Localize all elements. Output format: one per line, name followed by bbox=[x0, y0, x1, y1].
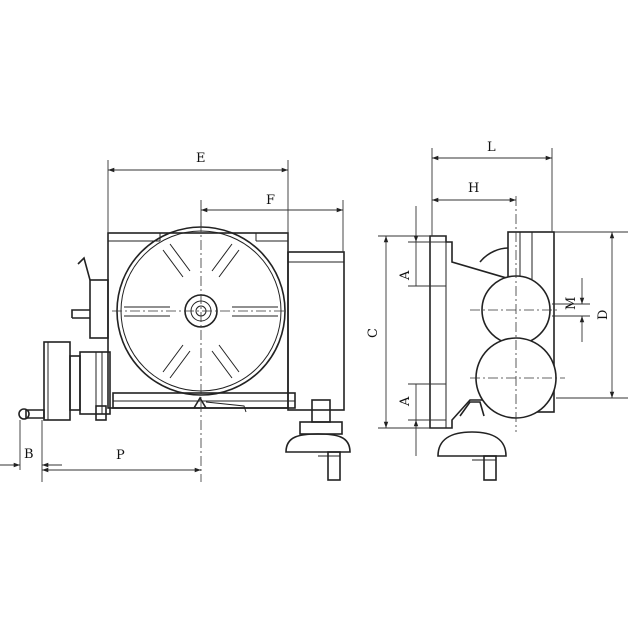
dimension-C-label: C bbox=[366, 328, 381, 338]
dimension-F-label: F bbox=[266, 193, 275, 208]
dimension-D-label: D bbox=[596, 310, 611, 320]
dimension-M-label: M bbox=[564, 297, 579, 310]
dimension-H-label: H bbox=[468, 181, 479, 196]
dimension-L-label: L bbox=[487, 140, 496, 155]
dimension-B-label: B bbox=[24, 447, 34, 462]
dimension-A-bottom-label: A bbox=[398, 396, 413, 407]
front-view: E F B P bbox=[0, 151, 351, 482]
front-clamp-handle bbox=[285, 399, 351, 481]
front-side-block bbox=[287, 251, 345, 411]
side-view: L H C A A M D bbox=[366, 140, 628, 481]
handwheel-assembly bbox=[18, 256, 111, 421]
t-slots bbox=[124, 243, 278, 379]
side-clamp-handle bbox=[437, 401, 507, 481]
dimension-P-label: P bbox=[116, 448, 125, 463]
dimension-A-top-label: A bbox=[398, 270, 413, 281]
clamp-screw bbox=[193, 396, 207, 409]
dimension-E-label: E bbox=[196, 151, 206, 166]
